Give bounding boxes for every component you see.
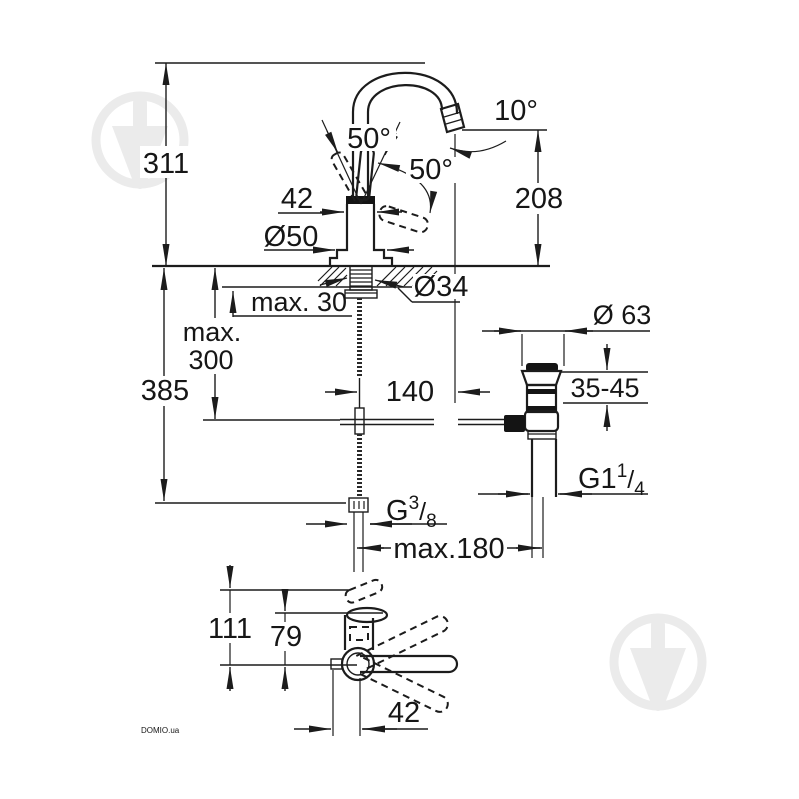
dim-aerator-angle: 10° — [494, 95, 538, 127]
spout-swivel-down — [355, 656, 449, 713]
dim-handle-angle: 50° — [347, 123, 391, 155]
dim-handle-tilt: 50° — [409, 154, 453, 186]
pop-up-rod-knob — [504, 415, 525, 432]
dim-spout-height: 79 — [270, 621, 302, 653]
dim-spout-reach: 140 — [386, 376, 434, 408]
aerator — [439, 102, 466, 134]
hose-dimensions: G3/8 max.180 — [306, 493, 542, 565]
dim-drain-thread: G11/4 — [578, 461, 645, 500]
dim-clamp-range: 35-45 — [570, 373, 639, 403]
dim-hose-max-reach: max.180 — [393, 533, 504, 565]
hose-connector — [348, 497, 369, 513]
dim-rod-depth-line1: max. — [183, 317, 242, 347]
faucet-side-view: 111 79 42 — [203, 565, 459, 736]
dim-hose-thread: G3/8 — [386, 493, 437, 532]
front-view-dimensions: 311 42 Ø50 50° 50° 10° 208 — [137, 62, 566, 504]
corner-watermark-text: DOMIO.ua — [141, 726, 180, 735]
pop-up-waste-view: Ø 63 35-45 G11/4 — [478, 300, 651, 558]
dim-flange-diameter: Ø 63 — [593, 300, 652, 330]
dim-hole-diameter: Ø34 — [414, 271, 469, 303]
spout-swivel-up — [355, 615, 449, 672]
lever-handle-alt-position — [378, 205, 429, 234]
dim-base-diameter: Ø50 — [264, 221, 319, 253]
dim-total-height: 311 — [143, 148, 189, 180]
dim-rod-depth-line2: 300 — [188, 345, 233, 375]
dim-handle-height: 111 — [208, 613, 252, 645]
marketplace-watermark-logo — [609, 613, 707, 711]
dim-spout-outlet-height: 208 — [515, 183, 563, 215]
dim-body-width: 42 — [281, 183, 313, 215]
lever-side-top — [345, 606, 389, 624]
pop-up-cap — [526, 363, 558, 372]
spout-side — [360, 654, 459, 674]
dim-handle-offset: 42 — [388, 697, 420, 729]
pop-up-rod-joint — [354, 407, 365, 435]
dim-install-depth: 385 — [141, 375, 189, 407]
dim-deck-thickness: max. 30 — [251, 287, 347, 317]
lever-side-alt — [344, 578, 384, 604]
